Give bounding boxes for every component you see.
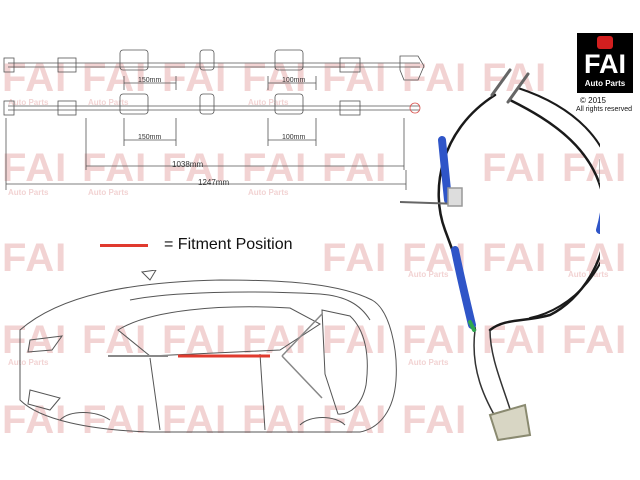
watermark: FAI <box>242 146 308 190</box>
dimension-label: 150mm <box>138 77 162 84</box>
watermark: FAI <box>322 398 388 442</box>
cable-clip <box>447 187 463 207</box>
watermark: FAI <box>162 56 228 100</box>
cable-bracket <box>399 55 425 81</box>
cable-sleeve <box>119 93 149 115</box>
dimension-label: 100mm <box>282 77 306 84</box>
cable-connector <box>339 100 361 116</box>
watermark-subtext: Auto Parts <box>8 188 49 197</box>
watermark: FAI <box>242 56 308 100</box>
watermark: FAI <box>82 56 148 100</box>
rights-reserved: All rights reserved <box>576 106 633 113</box>
legend-fitment-line <box>100 244 148 247</box>
watermark-subtext: Auto Parts <box>248 98 289 107</box>
watermark: FAI <box>562 146 628 190</box>
watermark: FAI <box>2 56 68 100</box>
watermark-subtext: Auto Parts <box>408 270 449 279</box>
logo-tagline: Auto Parts <box>584 79 626 88</box>
cable-technical-drawing <box>3 49 425 190</box>
watermark: FAI <box>482 146 548 190</box>
cable-connector <box>339 57 361 73</box>
car-body <box>19 279 397 433</box>
watermark: FAI <box>322 146 388 190</box>
car-mirror <box>140 270 157 281</box>
watermark: FAI <box>2 318 68 362</box>
watermark: FAI <box>82 146 148 190</box>
car-roofline <box>129 291 371 321</box>
copyright: © 2015 <box>580 96 606 105</box>
logo-emblem-icon <box>597 36 613 49</box>
watermark: FAI <box>402 398 468 442</box>
car-headlight <box>27 335 64 353</box>
cable-connector <box>57 57 77 73</box>
watermark-subtext: Auto Parts <box>568 270 609 279</box>
dimension-label: 1038mm <box>172 160 204 169</box>
car-headlight <box>27 389 61 411</box>
car-outline-diagram <box>19 270 397 433</box>
cable-sleeve <box>199 49 215 71</box>
watermark: FAI <box>82 318 148 362</box>
car-door-line <box>149 353 266 431</box>
watermark: FAI <box>322 236 388 280</box>
watermark: FAI <box>2 236 68 280</box>
cable-wire <box>517 87 600 319</box>
watermark-subtext: Auto Parts <box>88 188 129 197</box>
car-window <box>117 306 321 357</box>
car-wheel-arch <box>299 417 346 426</box>
watermark: FAI <box>322 56 388 100</box>
green-marker <box>468 320 476 332</box>
watermark: FAI <box>322 318 388 362</box>
watermark: FAI <box>482 236 548 280</box>
watermark-subtext: Auto Parts <box>88 98 129 107</box>
watermark-subtext: Auto Parts <box>248 188 289 197</box>
cable-wire <box>488 98 600 332</box>
fai-logo: FAI Auto Parts <box>577 33 633 93</box>
dimension-label: 100mm <box>282 134 306 141</box>
dimension-label: 1247mm <box>198 178 230 187</box>
watermark-subtext: Auto Parts <box>8 358 49 367</box>
cable-sleeve <box>199 93 215 115</box>
watermark: FAI <box>162 398 228 442</box>
cable-end-fitting <box>3 100 15 116</box>
cable-end-fitting <box>488 403 532 442</box>
dimension-label: 150mm <box>138 134 162 141</box>
watermark: FAI <box>402 56 468 100</box>
watermark-subtext: Auto Parts <box>408 358 449 367</box>
cable-sleeve <box>274 93 304 115</box>
legend-label: = Fitment Position <box>164 236 293 253</box>
cable-route-line <box>281 313 323 399</box>
cable-connector <box>57 100 77 116</box>
logo-brand: FAI <box>583 49 626 79</box>
cable-sleeve <box>274 49 304 71</box>
car-window <box>321 309 368 415</box>
watermark: FAI <box>402 318 468 362</box>
cable-end-fitting <box>3 57 15 73</box>
cable-end-fitting <box>490 68 530 104</box>
watermark-subtext: Auto Parts <box>8 98 49 107</box>
cable-sleeve <box>119 49 149 71</box>
watermark: FAI <box>2 146 68 190</box>
watermark: FAI <box>242 398 308 442</box>
blue-sleeve <box>451 246 476 329</box>
cable-product-image <box>400 68 600 442</box>
watermark: FAI <box>82 398 148 442</box>
car-wheel-arch <box>59 412 111 421</box>
cable-eyelet <box>409 102 421 114</box>
watermark: FAI <box>162 146 228 190</box>
cable-wire <box>473 329 501 426</box>
watermark: FAI <box>2 398 68 442</box>
watermark: FAI <box>562 318 628 362</box>
